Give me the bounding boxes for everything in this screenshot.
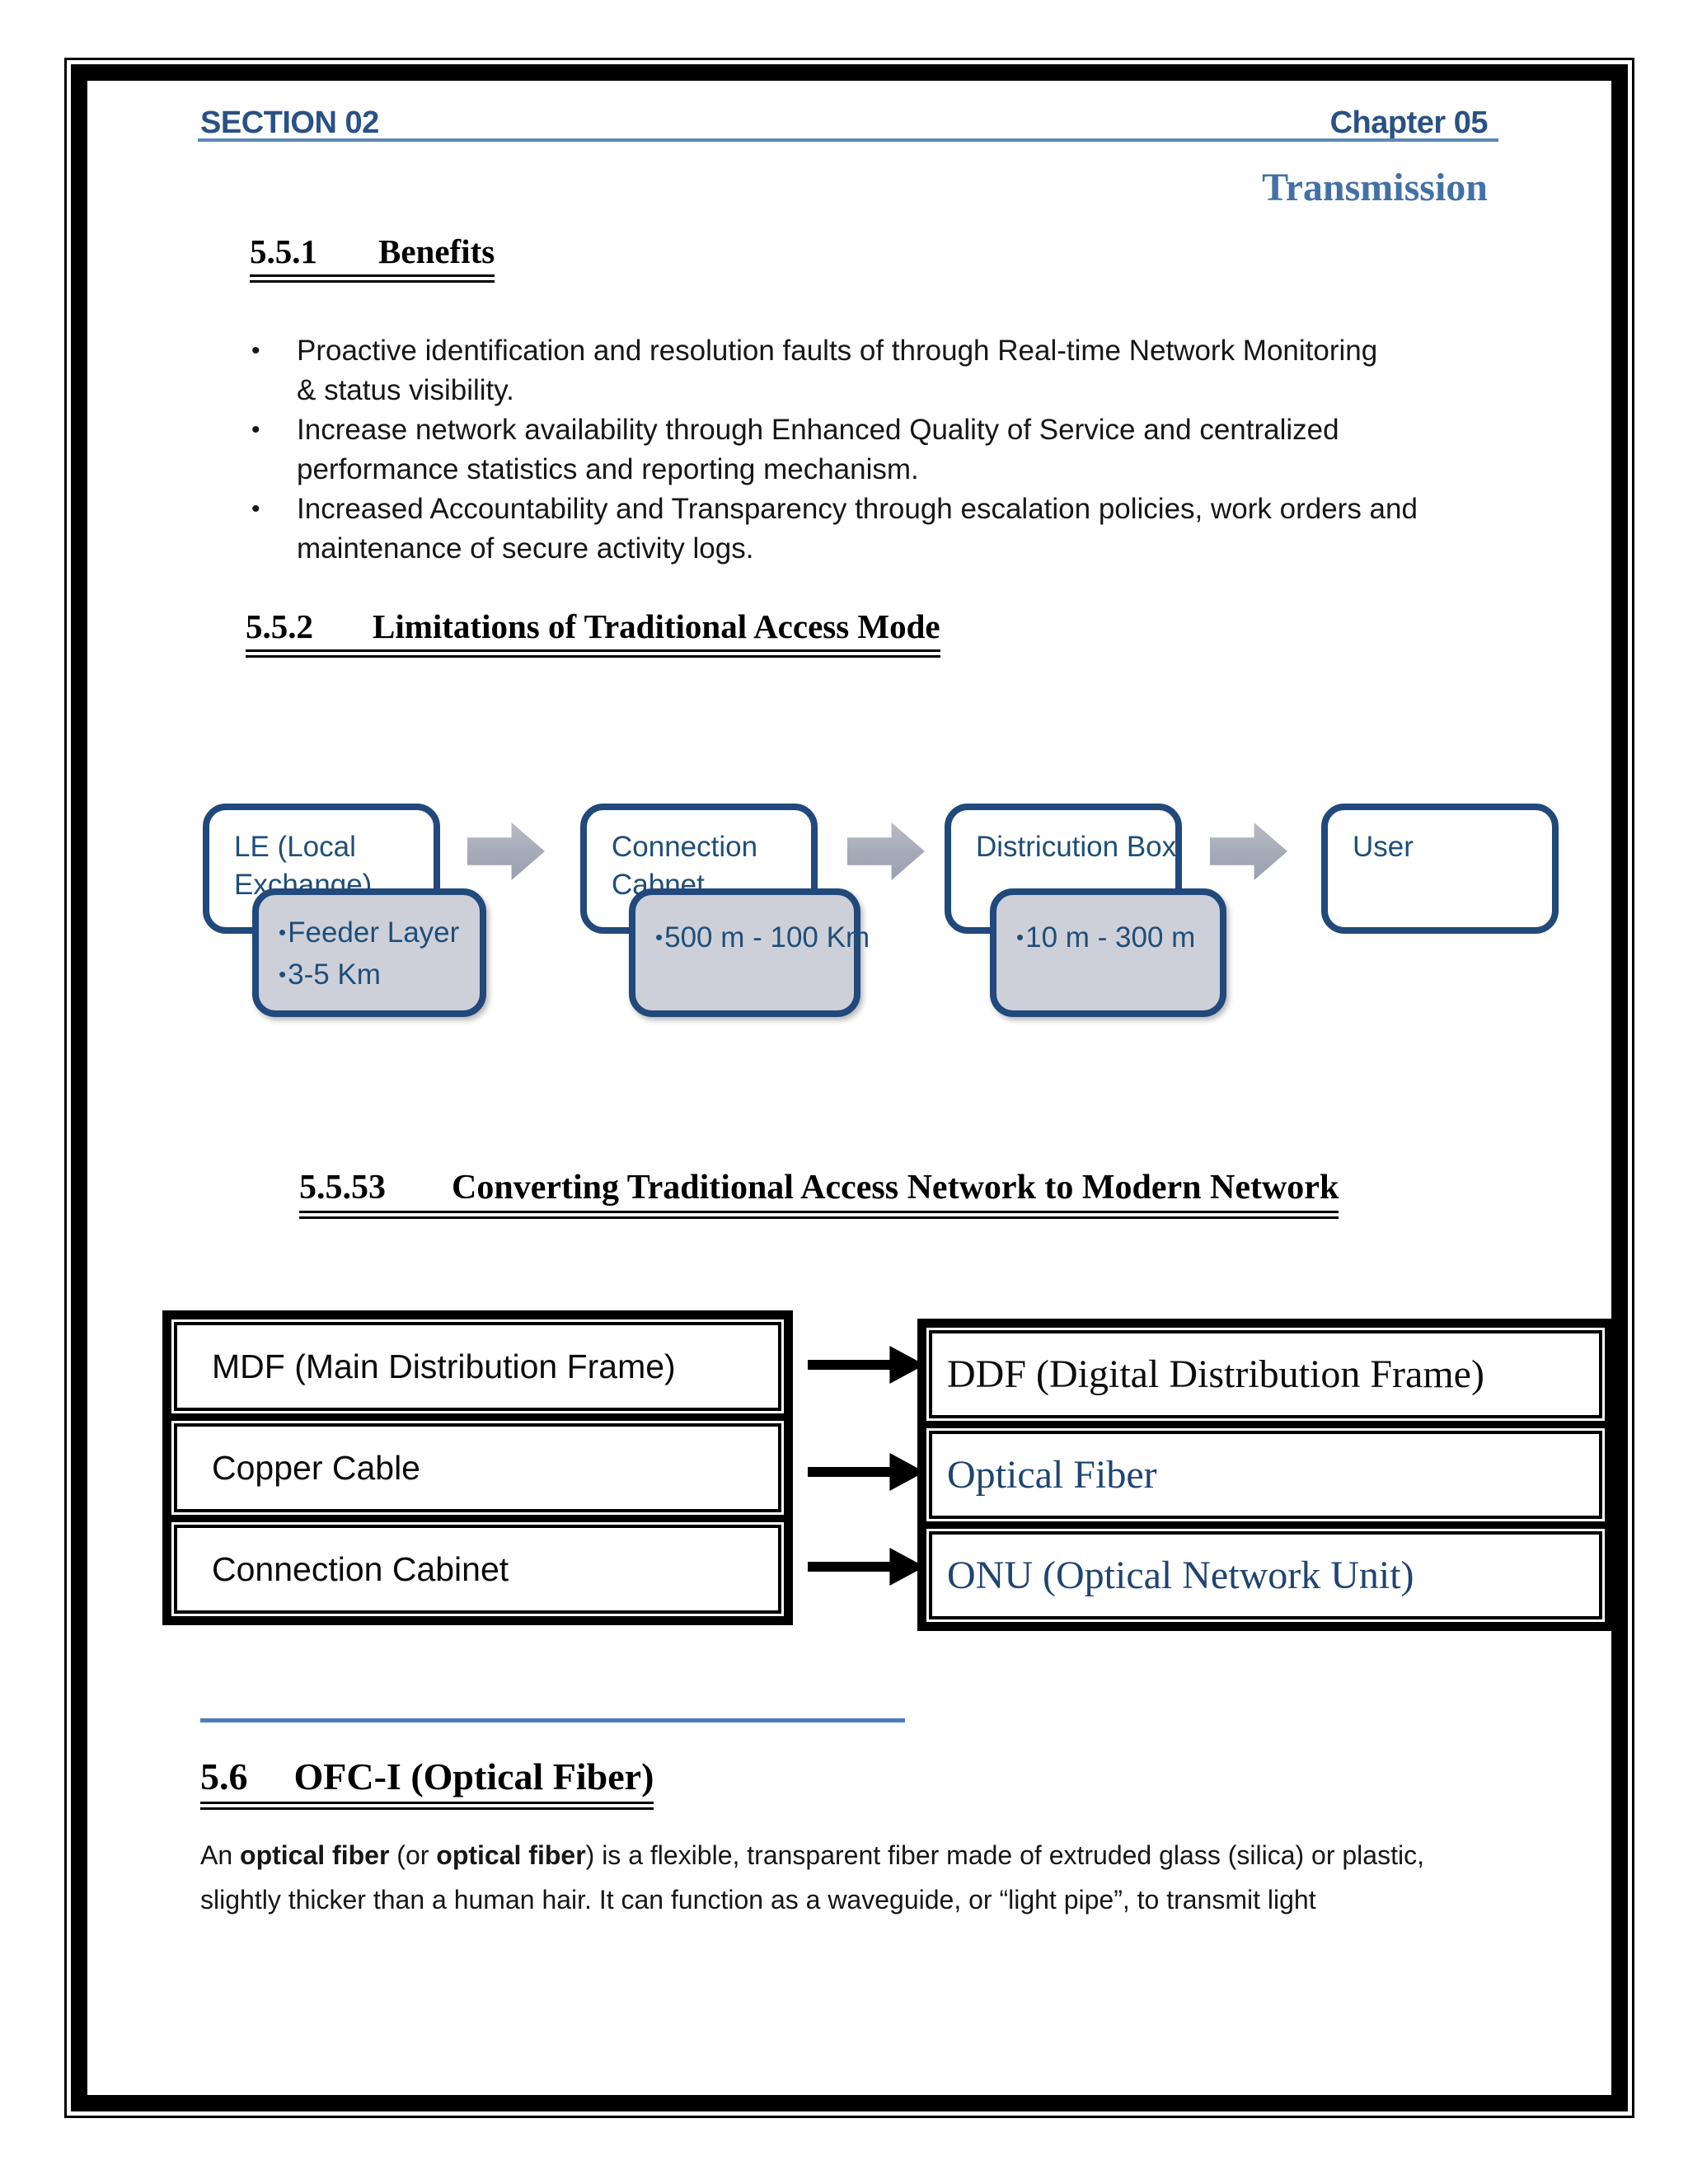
header-chapter-label: Chapter 05 <box>1329 105 1489 140</box>
bullet-line: performance statistics and reporting mec… <box>297 453 919 485</box>
cell-connection-cabinet: Connection Cabinet <box>212 1549 509 1588</box>
heading-title: Limitations of Traditional Access Mode <box>373 607 940 645</box>
cell-mdf: MDF (Main Distribution Frame) <box>212 1347 676 1385</box>
table-row: Optical Fiber <box>926 1428 1605 1521</box>
flow-substep-feeder-layer: •Feeder Layer •3-5 Km <box>252 888 486 1017</box>
heading-5-5-53: 5.5.53 Converting Traditional Access Netw… <box>299 1168 1339 1219</box>
bullet-line: Increased Accountability and Transparenc… <box>297 493 1418 525</box>
section-divider-rule <box>200 1718 905 1722</box>
flow-substep-item: •500 m - 100 Km <box>655 921 870 954</box>
table-row: ONU (Optical Network Unit) <box>926 1529 1605 1622</box>
cell-ddf: DDF (Digital Distribution Frame) <box>947 1352 1484 1396</box>
list-item: • Increase network availability through … <box>250 410 1418 490</box>
table-row: Connection Cabinet <box>171 1522 784 1616</box>
cell-optical-fiber: Optical Fiber <box>947 1453 1157 1497</box>
page-border-frame <box>64 58 1634 2118</box>
heading-title: Benefits <box>378 232 495 270</box>
bullet-marker: • <box>251 495 260 523</box>
flow-substep-item: •Feeder Layer <box>279 916 460 949</box>
flow-step-user: User <box>1321 804 1559 934</box>
heading-number: 5.6 <box>200 1755 248 1797</box>
heading-title: Converting Traditional Access Network to… <box>452 1169 1339 1207</box>
paragraph-line: slightly thicker than a human hair. It c… <box>200 1885 1316 1915</box>
header-section-label: SECTION 02 <box>200 105 379 140</box>
bullet-line: & status visibility. <box>297 374 514 406</box>
paragraph-line: An optical fiber (or optical fiber) is a… <box>200 1840 1424 1870</box>
heading-5-5-1: 5.5.1 Benefits <box>250 232 495 283</box>
header-rule <box>198 138 1498 142</box>
body-paragraph: An optical fiber (or optical fiber) is a… <box>200 1833 1424 1922</box>
bullet-line: maintenance of secure activity logs. <box>297 532 754 565</box>
flow-substep-item: •10 m - 300 m <box>1016 921 1196 954</box>
bullet-line: Increase network availability through En… <box>297 414 1339 446</box>
bullet-marker: • <box>655 925 663 949</box>
conversion-column-modern: DDF (Digital Distribution Frame) Optical… <box>917 1319 1614 1631</box>
heading-number: 5.5.2 <box>246 607 313 645</box>
chapter-subtitle: Transmission <box>1262 166 1488 209</box>
bullet-line: Proactive identification and resolution … <box>297 335 1378 367</box>
heading-5-5-2: 5.5.2 Limitations of Traditional Access M… <box>246 607 940 658</box>
table-row: MDF (Main Distribution Frame) <box>171 1319 784 1413</box>
table-row: DDF (Digital Distribution Frame) <box>926 1328 1605 1421</box>
cell-copper-cable: Copper Cable <box>212 1448 420 1487</box>
bullet-marker: • <box>251 416 260 443</box>
list-item: • Proactive identification and resolutio… <box>250 331 1418 410</box>
cell-onu: ONU (Optical Network Unit) <box>947 1554 1414 1597</box>
flow-step-label: Connection <box>612 831 758 863</box>
conversion-column-traditional: MDF (Main Distribution Frame) Copper Cab… <box>162 1310 793 1625</box>
heading-number: 5.5.1 <box>250 232 317 270</box>
heading-title: OFC-I (Optical Fiber) <box>293 1755 654 1797</box>
heading-number: 5.5.53 <box>299 1169 386 1207</box>
flow-step-label: User <box>1353 831 1414 863</box>
benefits-bullet-list: • Proactive identification and resolutio… <box>250 331 1418 569</box>
flow-substep-box-distance: •10 m - 300 m <box>990 888 1226 1017</box>
bullet-marker: • <box>279 962 287 987</box>
heading-5-6: 5.6 OFC-I (Optical Fiber) <box>200 1755 654 1810</box>
flow-substep-cabinet-distance: •500 m - 100 Km <box>629 888 870 1017</box>
flow-step-label: Districution Box <box>976 831 1177 863</box>
list-item: • Increased Accountability and Transpare… <box>250 490 1418 569</box>
table-row: Copper Cable <box>171 1421 784 1515</box>
bullet-marker: • <box>1016 925 1025 949</box>
bullet-marker: • <box>251 337 260 364</box>
bullet-marker: • <box>279 920 287 944</box>
flow-substep-item: •3-5 Km <box>279 958 381 991</box>
flow-step-label: LE (Local <box>234 831 356 863</box>
